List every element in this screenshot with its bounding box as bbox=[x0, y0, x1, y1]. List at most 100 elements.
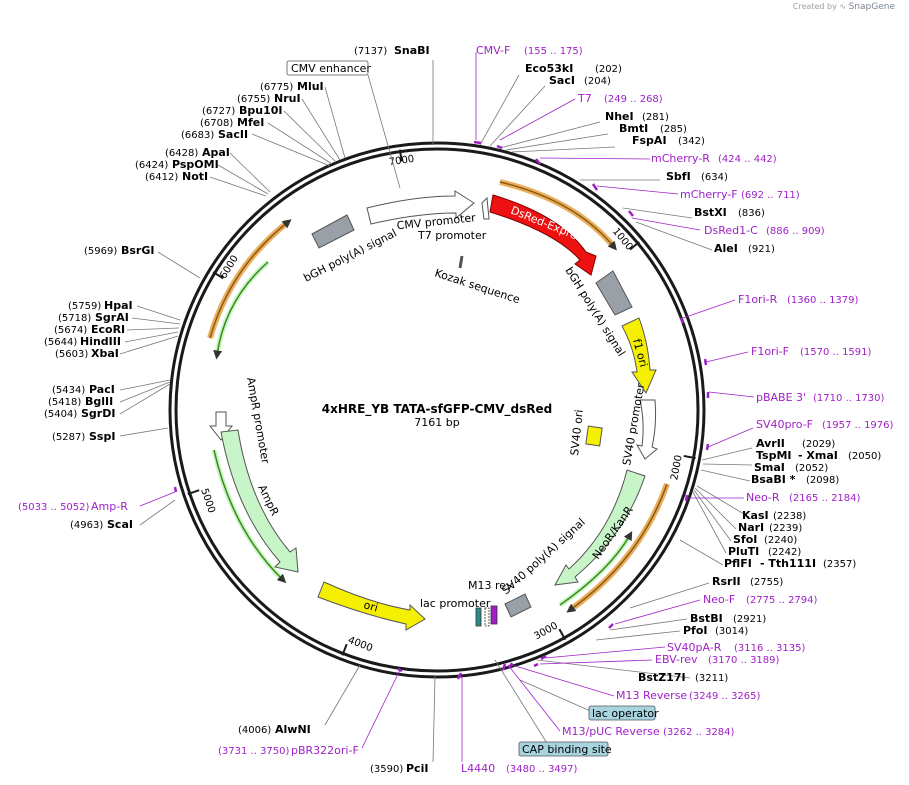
primer-mcherry-r[interactable]: mCherry-R(424 .. 442) bbox=[651, 152, 777, 165]
svg-text:PspOMI: PspOMI bbox=[172, 158, 219, 171]
site-bstxi[interactable]: BstXI(836) bbox=[694, 206, 765, 219]
plasmid-title: 4xHRE_YB TATA-sfGFP-CMV_dsRed bbox=[322, 402, 552, 417]
svg-text:(3211): (3211) bbox=[695, 673, 728, 684]
primer-m13-reverse[interactable]: M13 Reverse(3249 .. 3265) bbox=[616, 689, 761, 702]
primer-amp-r[interactable]: (5033 .. 5052)Amp-R bbox=[18, 500, 128, 513]
primer-t7[interactable]: T7(249 .. 268) bbox=[577, 92, 663, 105]
svg-text:PciI: PciI bbox=[406, 762, 428, 775]
tick-label: 4000 bbox=[346, 635, 374, 654]
svg-text:(5404): (5404) bbox=[44, 409, 77, 420]
site-noti[interactable]: (6412)NotI bbox=[145, 170, 208, 183]
site-pcii[interactable]: (3590)PciI bbox=[370, 762, 428, 775]
site-alwni[interactable]: (4006)AlwNI bbox=[238, 723, 311, 736]
primer-neo-f[interactable]: Neo-F(2775 .. 2794) bbox=[703, 593, 818, 606]
site-kasi[interactable]: KasI(2238) bbox=[742, 509, 806, 522]
primer-sv40pro-f[interactable]: SV40pro-F(1957 .. 1976) bbox=[756, 418, 894, 431]
svg-text:(5287): (5287) bbox=[52, 432, 85, 443]
site-pluti[interactable]: PluTI(2242) bbox=[728, 545, 801, 558]
primer-pbr322ori-f[interactable]: (3731 .. 3750)pBR322ori-F bbox=[218, 744, 359, 757]
primer-f1ori-f[interactable]: F1ori-F(1570 .. 1591) bbox=[751, 345, 872, 358]
tick-label: 3000 bbox=[532, 620, 560, 642]
svg-text:(634): (634) bbox=[701, 172, 728, 183]
site-bglii[interactable]: (5418)BglII bbox=[48, 395, 113, 408]
svg-text:(886 .. 909): (886 .. 909) bbox=[766, 226, 825, 237]
svg-text:(2357): (2357) bbox=[823, 559, 856, 570]
site-paci[interactable]: (5434)PacI bbox=[52, 383, 115, 396]
feature-cmv-promoter[interactable]: CMV promoter bbox=[366, 190, 477, 232]
site-bpu10i[interactable]: (6727)Bpu10I bbox=[202, 104, 283, 117]
svg-text:(5033 .. 5052): (5033 .. 5052) bbox=[18, 502, 90, 513]
site-tspmi[interactable]: TspMI- XmaI(2050) bbox=[756, 449, 881, 462]
primer-m13-puc-reverse[interactable]: M13/pUC Reverse(3262 .. 3284) bbox=[562, 725, 735, 738]
site-nhei[interactable]: NheI(281) bbox=[605, 110, 669, 123]
svg-text:(2165 .. 2184): (2165 .. 2184) bbox=[789, 493, 861, 504]
site-fspai[interactable]: FspAI(342) bbox=[632, 134, 705, 147]
site-apai[interactable]: (6428)ApaI bbox=[165, 146, 230, 159]
feature-sv40-promoter[interactable]: SV40 promoter bbox=[620, 382, 658, 467]
lac-operator-box[interactable]: lac operator bbox=[588, 705, 659, 721]
svg-text:BstBI: BstBI bbox=[690, 612, 723, 625]
primer-ebv-rev[interactable]: EBV-rev(3170 .. 3189) bbox=[655, 653, 780, 666]
site-bsrgi[interactable]: (5969)BsrGI bbox=[84, 244, 154, 257]
svg-text:(5418): (5418) bbox=[48, 397, 81, 408]
site-sbfi[interactable]: SbfI(634) bbox=[666, 170, 728, 183]
svg-text:(836): (836) bbox=[738, 208, 765, 219]
site-sfoi[interactable]: SfoI(2240) bbox=[733, 533, 797, 546]
feature-kozak: Kozak sequence bbox=[433, 255, 522, 306]
primer-mcherry-f[interactable]: mCherry-F(692 .. 711) bbox=[680, 188, 800, 201]
site-pspomi[interactable]: (6424) PspOMI bbox=[135, 158, 219, 171]
feature-lac-region[interactable]: M13 rev lac promoter bbox=[420, 579, 513, 627]
site-sacii[interactable]: (6683)SacII bbox=[181, 128, 248, 141]
feature-bgh-left[interactable]: bGH poly(A) signal bbox=[301, 214, 399, 285]
site-pfoi[interactable]: PfoI(3014) bbox=[683, 624, 748, 637]
site-bstbi[interactable]: BstBI(2921) bbox=[690, 612, 766, 625]
primer-f1ori-r[interactable]: F1ori-R(1360 .. 1379) bbox=[738, 293, 859, 306]
site-snabi[interactable]: (7137)SnaBI bbox=[354, 44, 430, 57]
site-scai[interactable]: (4963)ScaI bbox=[70, 518, 133, 531]
site-bsabi[interactable]: BsaBI *(2098) bbox=[751, 473, 839, 486]
primer-neo-r[interactable]: Neo-R(2165 .. 2184) bbox=[746, 491, 861, 504]
site-alei[interactable]: AleI(921) bbox=[714, 242, 775, 255]
site-eco53ki[interactable]: Eco53kI(202) bbox=[525, 62, 622, 75]
svg-text:(6424): (6424) bbox=[135, 160, 168, 171]
feature-f1-ori[interactable]: f1 ori bbox=[621, 317, 657, 395]
site-saci[interactable]: SacI(204) bbox=[549, 74, 611, 87]
cap-binding-site-box[interactable]: CAP binding site bbox=[518, 741, 612, 757]
svg-text:(285): (285) bbox=[660, 124, 687, 135]
feature-t7-promoter[interactable]: T7 promoter bbox=[417, 196, 490, 242]
site-mlui[interactable]: (6775)MluI bbox=[260, 80, 324, 93]
svg-text:(3480 .. 3497): (3480 .. 3497) bbox=[506, 764, 578, 775]
primer-dsred1-c[interactable]: DsRed1-C (886 .. 909) bbox=[704, 224, 825, 237]
svg-text:DsRed1-C: DsRed1-C bbox=[704, 224, 758, 237]
primer-sv40pa-r[interactable]: SV40pA-R(3116 .. 3135) bbox=[667, 641, 806, 654]
site-hindiii[interactable]: (5644)HindIII bbox=[44, 335, 121, 348]
site-hpai[interactable]: (5759)HpaI bbox=[68, 299, 133, 312]
svg-text:SacII: SacII bbox=[218, 128, 248, 141]
primer-pbabe3[interactable]: pBABE 3'(1710 .. 1730) bbox=[756, 391, 885, 404]
site-nrui[interactable]: (6755)NruI bbox=[237, 92, 301, 105]
primer-l4440[interactable]: L4440(3480 .. 3497) bbox=[461, 762, 578, 775]
cmv-enhancer-box[interactable]: CMV enhancer bbox=[286, 60, 371, 76]
svg-text:SmaI: SmaI bbox=[754, 461, 785, 474]
site-nari[interactable]: NarI(2239) bbox=[738, 521, 802, 534]
site-avrii[interactable]: AvrII(2029) bbox=[756, 437, 835, 450]
feature-sv40-ori[interactable]: SV40 ori bbox=[568, 409, 603, 456]
site-xbai[interactable]: (5603)XbaI bbox=[55, 347, 119, 360]
site-ecori[interactable]: (5674)EcoRI bbox=[54, 323, 125, 336]
feature-dsred[interactable]: DsRed-Express bbox=[489, 194, 597, 276]
site-bmti[interactable]: BmtI(285) bbox=[619, 122, 687, 135]
site-bstz17i[interactable]: BstZ17I(3211) bbox=[638, 671, 728, 684]
site-sspi[interactable]: (5287)SspI bbox=[52, 430, 115, 443]
site-pflfi[interactable]: PflFI- Tth111I(2357) bbox=[724, 557, 856, 570]
site-sgrdi[interactable]: (5404)SgrDI bbox=[44, 407, 115, 420]
site-rsrii[interactable]: RsrII(2755) bbox=[712, 575, 783, 588]
site-mfei[interactable]: (6708)MfeI bbox=[200, 116, 264, 129]
snapgene-credit: Created by ∿ SnapGene bbox=[793, 2, 895, 12]
site-sgrai[interactable]: (5718)SgrAI bbox=[58, 311, 129, 324]
feature-bgh-right[interactable]: bGH poly(A) signal bbox=[562, 265, 633, 359]
svg-text:CMV enhancer: CMV enhancer bbox=[291, 62, 371, 75]
primer-cmv-f[interactable]: CMV-F(155 .. 175) bbox=[476, 44, 583, 57]
feature-ori[interactable]: ori bbox=[317, 581, 426, 631]
site-smai[interactable]: SmaI(2052) bbox=[754, 461, 828, 474]
